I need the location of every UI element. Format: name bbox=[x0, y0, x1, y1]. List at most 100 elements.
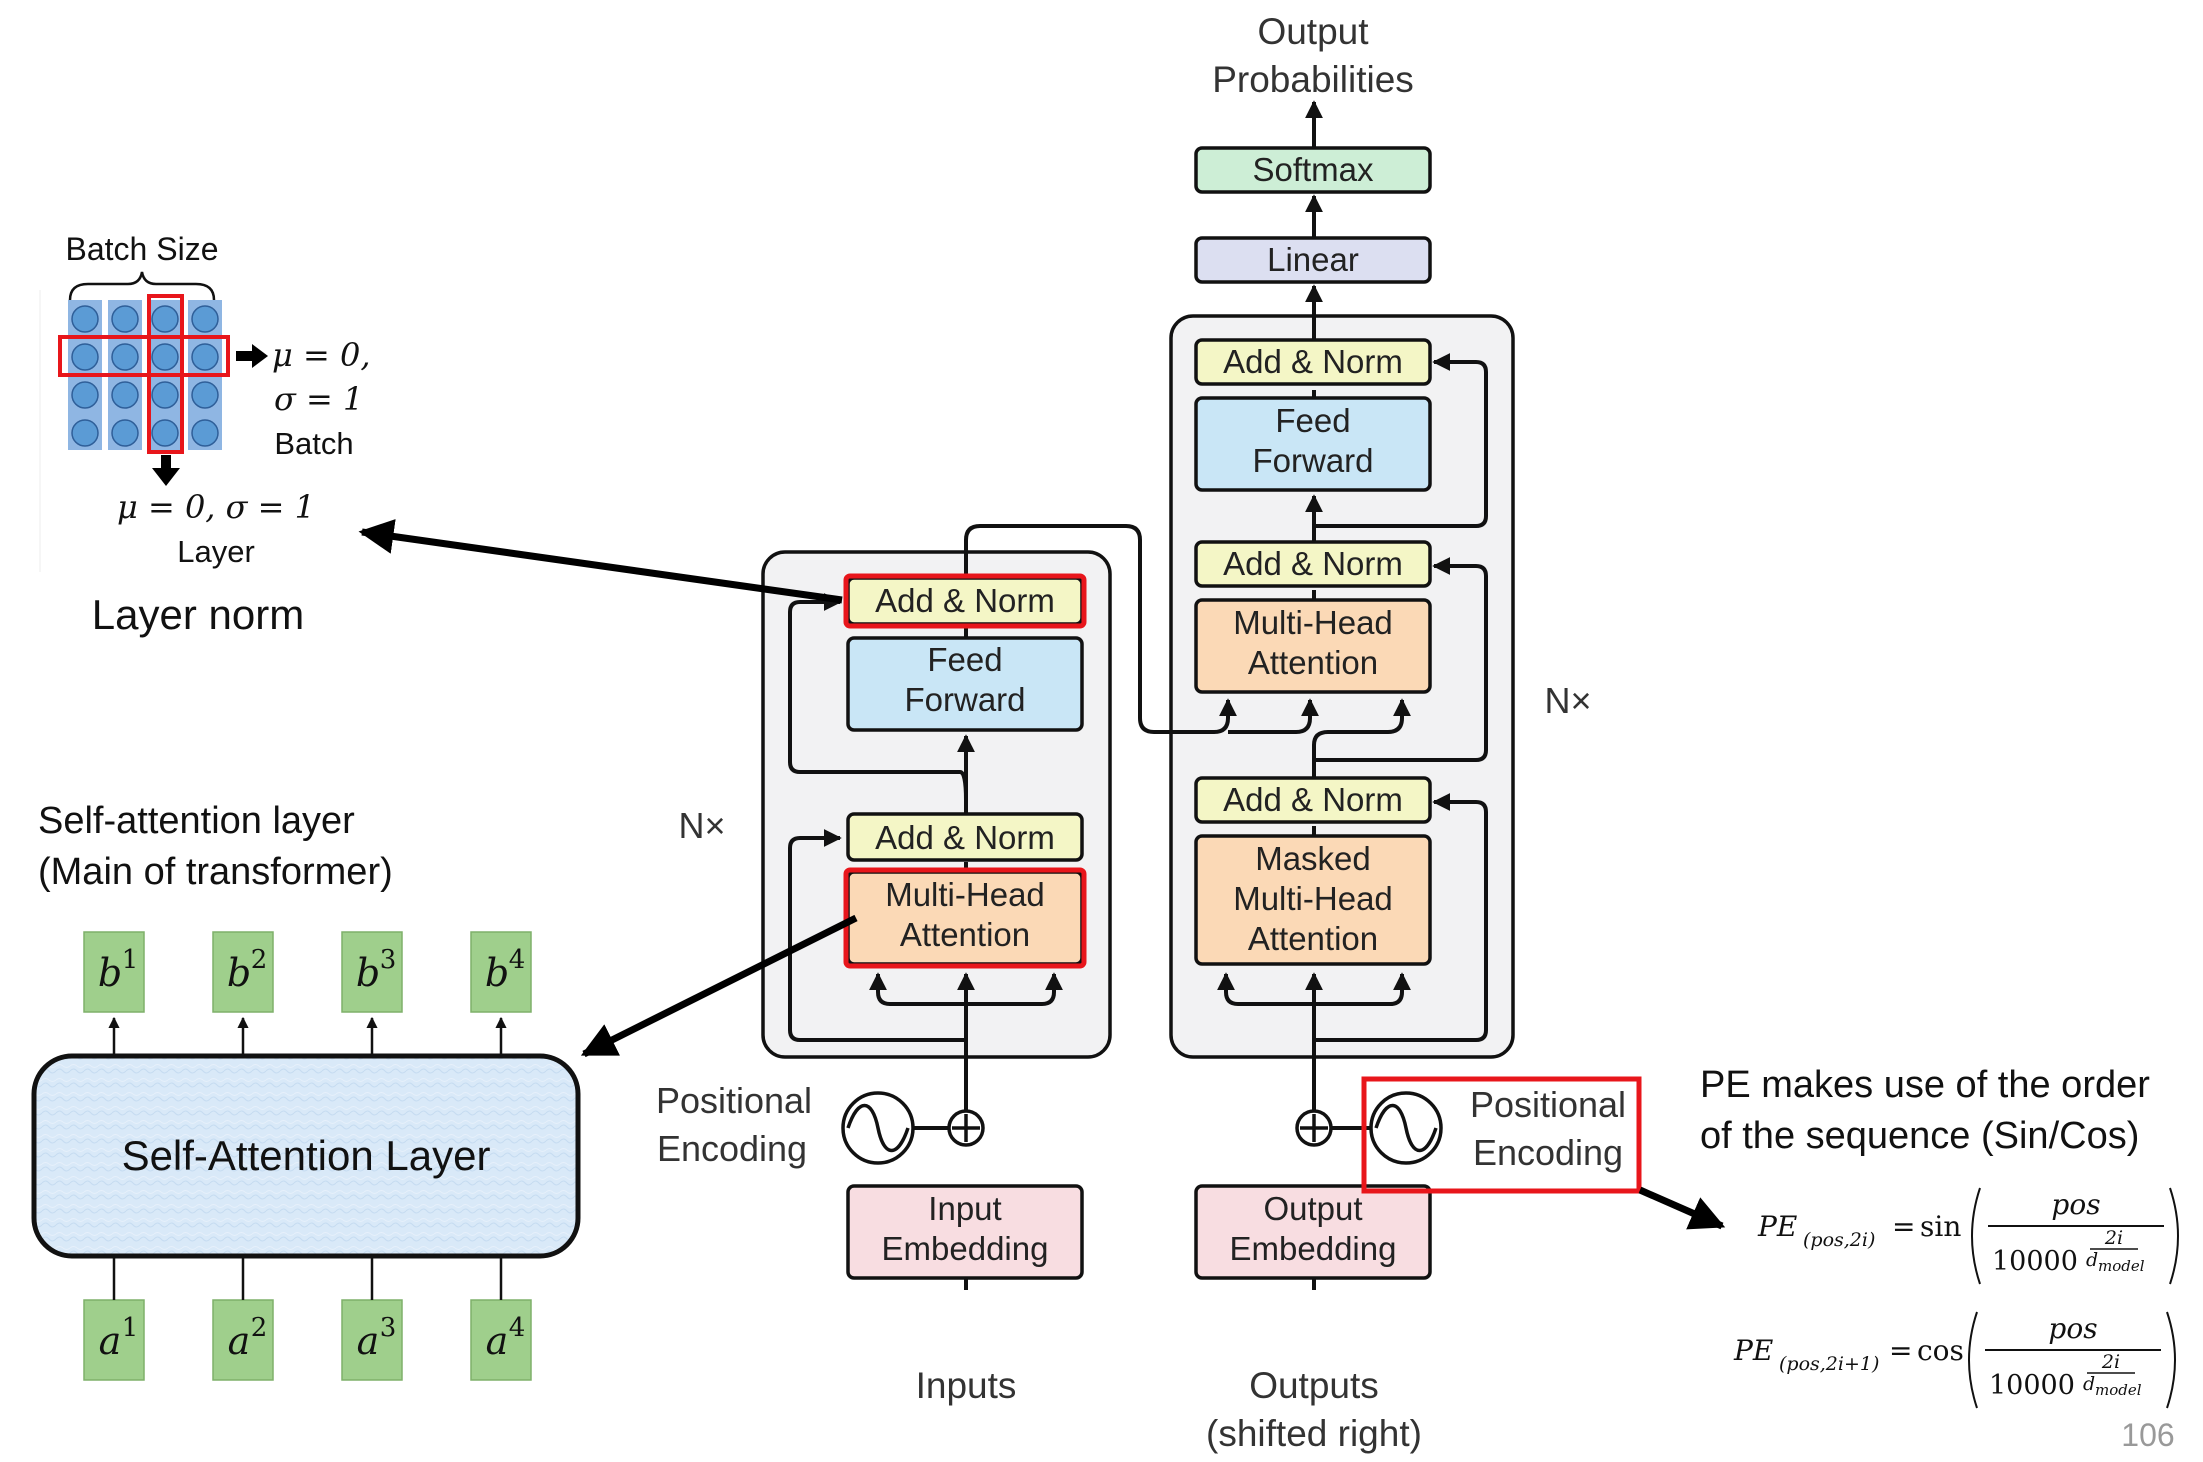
self-attention-caption: (Main of transformer) bbox=[38, 851, 393, 893]
input-token: a bbox=[99, 1319, 122, 1363]
encoder-add-norm-top: Add & Norm bbox=[843, 573, 1087, 629]
self-attention-caption: Self-attention layer bbox=[38, 800, 355, 842]
encoder-positional-encoding: Positional Encoding bbox=[656, 1080, 985, 1169]
formula-lhs: PE bbox=[1757, 1210, 1797, 1243]
ln-cell bbox=[111, 381, 139, 409]
paren-right bbox=[2166, 1311, 2176, 1409]
layer-norm-caption: Layer norm bbox=[92, 591, 304, 638]
encoder-add-norm-bottom: Add & Norm bbox=[846, 812, 1084, 862]
embedding-label: Embedding bbox=[1230, 1230, 1397, 1267]
output-token-box bbox=[341, 931, 403, 1013]
attention-label: Multi-Head bbox=[1233, 880, 1393, 917]
add-norm-label: Add & Norm bbox=[1223, 781, 1403, 818]
inputs-label: Inputs bbox=[916, 1365, 1017, 1406]
ln-cell bbox=[111, 305, 139, 333]
highlight-box bbox=[1361, 1076, 1642, 1194]
ln-cell bbox=[71, 381, 99, 409]
decoder-nx-label: N× bbox=[1544, 680, 1591, 721]
decoder-feed-forward: Feed Forward bbox=[1194, 396, 1432, 492]
input-token-box bbox=[83, 1299, 145, 1381]
input-token: a bbox=[486, 1319, 509, 1363]
batch-label: Batch bbox=[274, 426, 353, 461]
ln-cell bbox=[151, 343, 179, 371]
feed-forward-label: Forward bbox=[904, 681, 1025, 718]
positional-encoding-label: Positional bbox=[1470, 1084, 1626, 1125]
input-embedding: Input Embedding bbox=[846, 1184, 1084, 1280]
input-token: a bbox=[357, 1319, 380, 1363]
self-attention-pointer-arrow bbox=[580, 914, 858, 1058]
add-norm-label: Add & Norm bbox=[875, 819, 1055, 856]
formula-exp-den: d bbox=[2086, 1249, 2098, 1271]
pe-pointer-arrow bbox=[1638, 1186, 1726, 1230]
paren-left bbox=[1971, 1187, 1981, 1285]
formula-sub: (pos,2i) bbox=[1803, 1229, 1875, 1251]
output-token-sup: 2 bbox=[251, 945, 268, 975]
embedding-label: Input bbox=[928, 1190, 1001, 1227]
softmax-label: Softmax bbox=[1252, 151, 1374, 188]
feed-forward-label: Feed bbox=[1275, 402, 1350, 439]
ln-cell bbox=[71, 343, 99, 371]
ln-cell bbox=[151, 381, 179, 409]
softmax-box: Softmax bbox=[1194, 146, 1432, 194]
ln-cell bbox=[111, 343, 139, 371]
embedding-label: Embedding bbox=[882, 1230, 1049, 1267]
encoder-nx-label: N× bbox=[678, 805, 725, 846]
highlight-box bbox=[843, 867, 1087, 969]
decoder-masked-attention: Masked Multi-Head Attention bbox=[1194, 834, 1432, 966]
attention-label: Multi-Head bbox=[1233, 604, 1393, 641]
positional-encoding-label: Encoding bbox=[657, 1128, 807, 1169]
output-token-sup: 4 bbox=[509, 945, 526, 975]
input-token-sup: 4 bbox=[509, 1313, 526, 1343]
linear-box: Linear bbox=[1194, 236, 1432, 284]
add-norm-label: Add & Norm bbox=[1223, 343, 1403, 380]
decoder-add-norm-3: Add & Norm bbox=[1194, 338, 1432, 386]
self-attention-layer-label: Self-Attention Layer bbox=[122, 1132, 491, 1179]
formula-denominator: 10000 bbox=[1992, 1246, 2078, 1277]
attention-label: Attention bbox=[1248, 644, 1378, 681]
attention-label: Attention bbox=[1248, 920, 1378, 957]
feed-forward-label: Forward bbox=[1252, 442, 1373, 479]
output-token: b bbox=[356, 951, 380, 995]
decoder-add-norm-1: Add & Norm bbox=[1194, 776, 1432, 824]
self-attention-layer-box bbox=[31, 1053, 581, 1259]
encoder-connectors bbox=[788, 524, 1319, 1290]
page-number: 106 bbox=[2121, 1417, 2174, 1453]
paren-left bbox=[1968, 1311, 1978, 1409]
ln-cell bbox=[191, 305, 219, 333]
output-token-box bbox=[470, 931, 532, 1013]
batch-stats: μ = 0, bbox=[272, 336, 370, 374]
decoder-multi-head-attention: Multi-Head Attention bbox=[1194, 598, 1432, 694]
ln-cell bbox=[191, 343, 219, 371]
ln-cell bbox=[191, 419, 219, 447]
output-embedding: Output Embedding bbox=[1194, 1184, 1432, 1280]
add-norm-label: Add & Norm bbox=[875, 582, 1055, 619]
formula-equals: = bbox=[1889, 1334, 1912, 1367]
formula-exp-num: 2i bbox=[2101, 1351, 2120, 1373]
output-token-box bbox=[83, 931, 145, 1013]
layer-label: Layer bbox=[177, 534, 255, 569]
self-attention-illustration: Self-attention layer (Main of transforme… bbox=[31, 800, 581, 1381]
input-token-sup: 3 bbox=[380, 1313, 397, 1343]
output-probabilities-label: Probabilities bbox=[1212, 59, 1414, 100]
formula-exp-den-sub: model bbox=[2098, 1257, 2145, 1275]
row-highlight bbox=[58, 335, 230, 377]
formula-exp-den: d bbox=[2083, 1373, 2095, 1395]
formula-exp-den-sub: model bbox=[2095, 1381, 2142, 1399]
column-highlight bbox=[147, 294, 184, 454]
output-token-sup: 1 bbox=[122, 945, 139, 975]
decoder-connectors bbox=[1217, 100, 1488, 1290]
formula-exp-num: 2i bbox=[2104, 1227, 2123, 1249]
output-token: b bbox=[98, 951, 122, 995]
decoder-add-norm-2: Add & Norm bbox=[1194, 540, 1432, 588]
outputs-label: (shifted right) bbox=[1206, 1413, 1422, 1454]
ln-cell bbox=[111, 419, 139, 447]
pe-note-text: of the sequence (Sin/Cos) bbox=[1700, 1115, 2139, 1157]
batch-stats: σ = 1 bbox=[274, 380, 363, 418]
layer-stats: μ = 0, σ = 1 bbox=[117, 488, 315, 526]
ln-cell bbox=[71, 419, 99, 447]
input-token-box bbox=[212, 1299, 274, 1381]
feed-forward-label: Feed bbox=[927, 641, 1002, 678]
